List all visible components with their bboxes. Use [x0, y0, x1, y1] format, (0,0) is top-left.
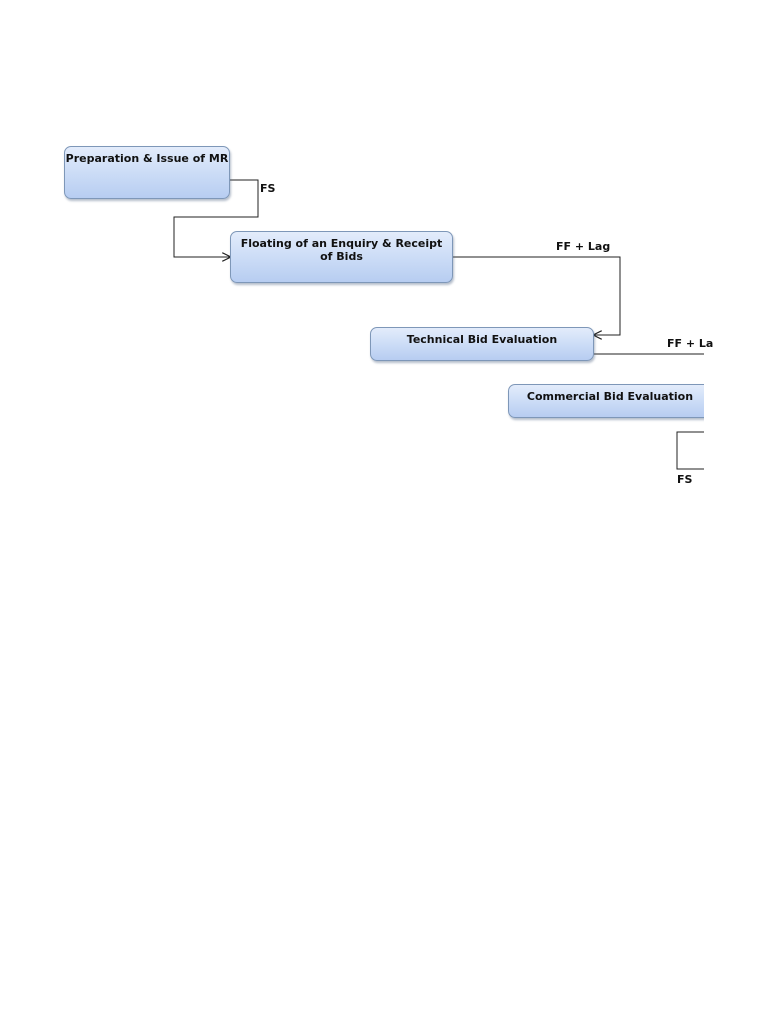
activity-label-tbe: Technical Bid Evaluation: [406, 333, 558, 346]
activity-label-cbe: Commercial Bid Evaluation: [526, 390, 694, 403]
link-label-fs-1: FS: [260, 182, 276, 195]
activity-box-cbe: Commercial Bid Evaluation: [508, 384, 732, 418]
link-connector-enquiry-tbe: [453, 256, 621, 335]
activity-label-mr: Preparation & Issue of MR: [65, 152, 229, 165]
activity-box-mr: Preparation & Issue of MR: [64, 146, 230, 199]
activity-box-enquiry: Floating of an Enquiry & Receipt of Bids: [230, 231, 453, 283]
link-label-fs-2: FS: [677, 473, 693, 486]
activity-label-enquiry: Floating of an Enquiry & Receipt of Bids: [240, 237, 443, 263]
activity-box-tbe: Technical Bid Evaluation: [370, 327, 594, 361]
page-clip-edge: [704, 0, 768, 1024]
link-connector-mr-enquiry: [173, 179, 259, 257]
link-label-ff-lag: FF + Lag: [556, 240, 611, 253]
link-connector-cbe-next: [676, 431, 705, 470]
link-label-ff-la: FF + La: [667, 337, 714, 350]
